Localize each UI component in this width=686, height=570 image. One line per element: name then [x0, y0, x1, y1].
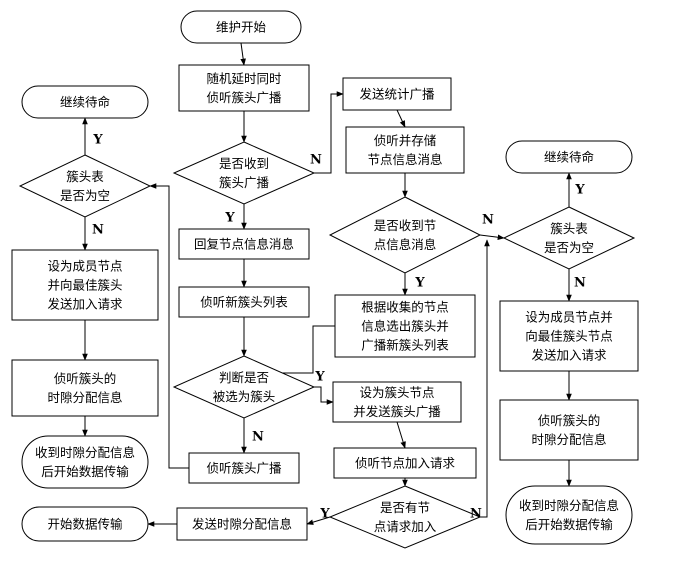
- edge-label-selected-no: N: [252, 430, 264, 445]
- node-text: 回复节点信息消息: [194, 237, 294, 252]
- node-text: 后开始数据传输: [525, 517, 613, 532]
- edge-arrow: [396, 421, 406, 449]
- node-text: 发送统计广播: [359, 87, 435, 102]
- node-text: 继续待命: [544, 150, 595, 165]
- node-text: 簇头广播: [219, 175, 270, 190]
- edge-label-recv-head-yes: Y: [224, 211, 235, 226]
- node-text: 并发送簇头广播: [353, 404, 441, 419]
- node-text: 是否为空: [60, 188, 110, 203]
- edge-arrow: [396, 109, 406, 128]
- edge-label-right-empty-yes: Y: [574, 183, 585, 198]
- edge-label-recv-info-no: N: [482, 213, 494, 228]
- node-text: 信息选出簇头并: [361, 319, 449, 334]
- edge-label-recv-info-yes: Y: [414, 276, 425, 291]
- edge-arrow: [314, 91, 344, 174]
- edge-label-join-no: N: [470, 507, 482, 522]
- edge-arrow: [479, 234, 505, 240]
- edge-label-recv-head-no: N: [310, 153, 322, 168]
- edge-arrow: [240, 42, 246, 66]
- node-right-standby: 继续待命: [505, 140, 633, 174]
- node-text: 维护开始: [216, 20, 267, 35]
- node-text: 是否收到节: [374, 218, 437, 233]
- edge-label-join-yes: Y: [319, 507, 330, 522]
- node-text: 根据收集的节点: [361, 300, 449, 315]
- node-text: 点信息消息: [374, 237, 437, 252]
- node-text: 时隙分配信息: [47, 390, 122, 405]
- node-text: 判断是否: [219, 370, 269, 385]
- node-text: 发送加入请求: [531, 348, 607, 363]
- node-reply-info: 回复节点信息消息: [178, 228, 310, 260]
- node-text: 是否为空: [544, 240, 594, 255]
- node-text: 时隙分配信息: [531, 432, 606, 447]
- node-text: 侦听并存储: [374, 133, 437, 148]
- node-text: 设为簇头节点: [359, 385, 434, 400]
- node-text: 被选为簇头: [213, 389, 276, 404]
- edge-arrow: [480, 239, 490, 518]
- node-text: 发送加入请求: [47, 297, 123, 312]
- node-text: 收到时隙分配信息: [35, 445, 135, 460]
- node-text: 广播新簇头列表: [361, 338, 449, 353]
- edge-arrow: [149, 183, 189, 469]
- node-text: 向最佳簇头节点: [525, 329, 613, 344]
- node-text: 簇头表: [66, 169, 104, 184]
- node-text: 节点信息消息: [367, 152, 442, 167]
- node-text: 侦听簇头的: [538, 413, 601, 428]
- node-send-slot: 发送时隙分配信息: [176, 507, 308, 541]
- edge-arrow: [314, 386, 334, 405]
- node-text: 继续待命: [60, 95, 111, 110]
- node-listen-newlist: 侦听新簇头列表: [178, 286, 310, 318]
- node-left-standby: 继续待命: [21, 85, 149, 119]
- node-text: 设为成员节点: [47, 259, 122, 274]
- node-text: 发送时隙分配信息: [192, 517, 292, 532]
- node-text: 是否收到: [219, 156, 269, 171]
- node-text: 开始数据传输: [47, 517, 123, 532]
- node-listen-head-bcast: 侦听簇头广播: [188, 452, 300, 484]
- node-text: 并向最佳簇头: [47, 278, 122, 293]
- node-text: 收到时隙分配信息: [519, 498, 619, 513]
- node-text: 设为成员节点并: [525, 310, 613, 325]
- edge-label-right-empty-no: N: [574, 276, 586, 291]
- node-text: 随机延时同时: [206, 71, 282, 86]
- node-send-stat: 发送统计广播: [342, 77, 452, 111]
- edge-label-selected-yes: Y: [314, 370, 325, 385]
- node-start-tx-left: 开始数据传输: [21, 506, 149, 542]
- node-text: 侦听簇头的: [54, 371, 117, 386]
- node-text: 点请求加入: [374, 519, 437, 534]
- node-text: 簇头表: [550, 221, 588, 236]
- node-text: 侦听簇头广播: [206, 461, 282, 476]
- node-listen-join: 侦听节点加入请求: [333, 447, 477, 479]
- node-text: 侦听新簇头列表: [200, 295, 288, 310]
- edge-arrow: [306, 516, 331, 525]
- node-text: 侦听簇头广播: [206, 90, 282, 105]
- node-text: 后开始数据传输: [41, 464, 129, 479]
- node-text: 侦听节点加入请求: [355, 456, 456, 471]
- edge-label-left-empty-yes: Y: [92, 133, 103, 148]
- edge-label-left-empty-no: N: [92, 223, 104, 238]
- node-start: 维护开始: [180, 10, 302, 44]
- node-text: 是否有节: [380, 500, 430, 515]
